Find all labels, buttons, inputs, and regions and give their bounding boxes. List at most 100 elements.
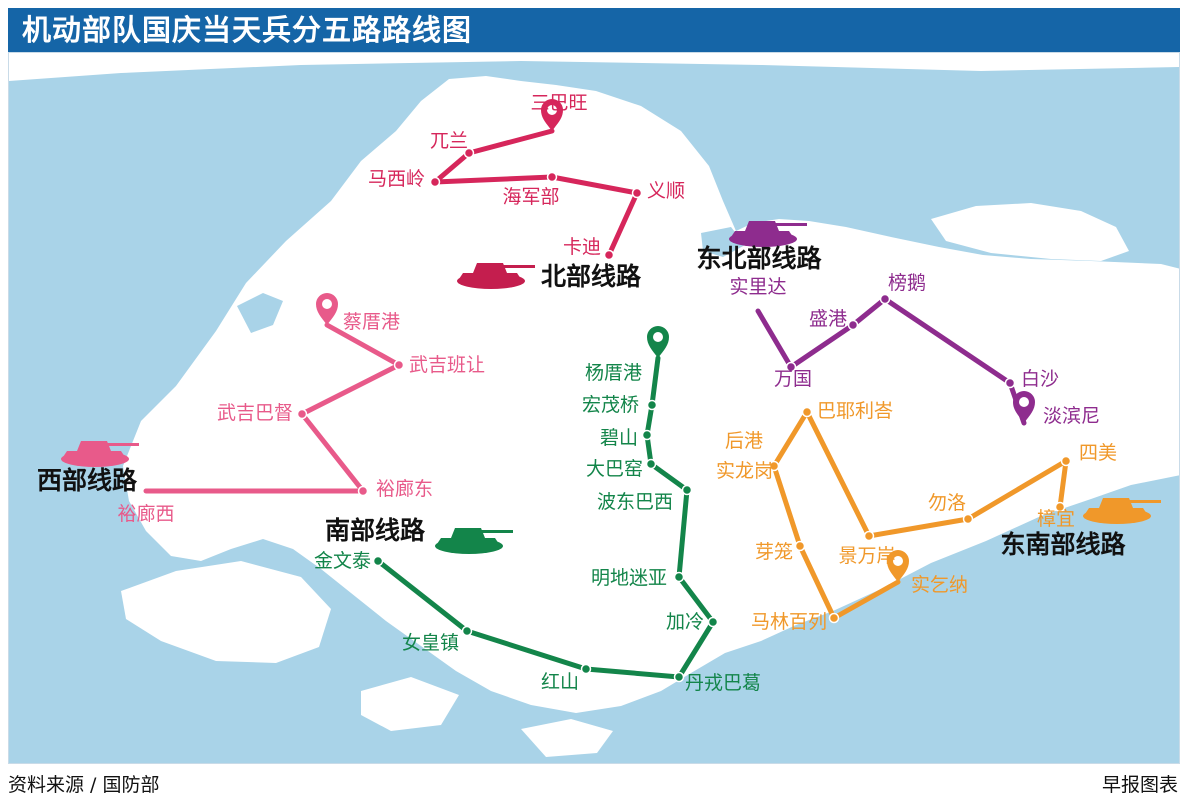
west-tank-icon [61, 441, 139, 467]
map-frame[interactable]: 三巴旺兀兰马西岭海军部义顺卡迪北部线路实里达万国盛港榜鹅白沙淡滨尼东北部线路蔡厝… [8, 52, 1180, 764]
west-station-label: 武吉巴督 [217, 402, 293, 424]
southeast-route-segment [797, 543, 837, 621]
west-route-segment [324, 322, 402, 368]
northeast-station-label: 榜鹅 [888, 272, 926, 294]
central-route-segment [464, 628, 589, 672]
central-route-segment [676, 619, 716, 680]
southeast-station-dot[interactable] [1054, 501, 1066, 513]
north-station-dot[interactable] [463, 147, 475, 159]
southeast-route-name: 东南部线路 [1000, 530, 1126, 559]
southeast-station-label: 巴耶利峇 [817, 400, 893, 422]
central-station-dot[interactable] [707, 616, 719, 628]
northeast-station-label: 盛港 [809, 308, 847, 330]
southeast-station-label: 马林百列 [751, 611, 827, 633]
northeast-station-dot[interactable] [879, 293, 891, 305]
routes-layer: 三巴旺兀兰马西岭海军部义顺卡迪北部线路实里达万国盛港榜鹅白沙淡滨尼东北部线路蔡厝… [37, 92, 1161, 694]
jurong-island [121, 561, 331, 663]
north-route-segment [466, 128, 555, 156]
southeast-station-dot[interactable] [962, 513, 974, 525]
west-route-segment [299, 411, 366, 494]
southeast-station-label: 实乞纳 [911, 574, 968, 596]
marina-bay [711, 671, 753, 703]
north-station-dot[interactable] [603, 249, 615, 261]
southeast-station-dot[interactable] [863, 530, 875, 542]
kranji-reservoir [237, 293, 283, 333]
north-station-dot[interactable] [429, 176, 441, 188]
central-route-name: 南部线路 [325, 516, 426, 545]
northeast-station-label: 白沙 [1021, 368, 1059, 390]
central-tank-icon [435, 528, 513, 554]
southeast-tank-icon [1083, 498, 1161, 524]
northeast-station-dot[interactable] [847, 319, 859, 331]
southeast-route-segment [771, 463, 803, 549]
north-station-label: 海军部 [502, 186, 559, 208]
central-station-label: 明地迷亚 [591, 567, 667, 589]
central-station-dot[interactable] [673, 571, 685, 583]
central-route-segment [649, 355, 661, 408]
northeast-endpoint-pin-icon [1013, 391, 1035, 423]
central-station-label: 加冷 [666, 611, 704, 633]
southeast-station-dot[interactable] [768, 460, 780, 472]
central-station-label: 丹戎巴葛 [685, 672, 761, 694]
north-station-dot[interactable] [631, 187, 643, 199]
central-route-segment [583, 666, 682, 680]
north-route-segment [606, 190, 640, 258]
north-station-label: 兀兰 [430, 130, 468, 152]
northeast-station-label: 淡滨尼 [1043, 405, 1100, 427]
southeast-station-label: 实龙岗 [716, 460, 773, 482]
north-route-segment [432, 150, 472, 185]
route-map[interactable]: 三巴旺兀兰马西岭海军部义顺卡迪北部线路实里达万国盛港榜鹅白沙淡滨尼东北部线路蔡厝… [9, 53, 1180, 764]
northeast-station-dot[interactable] [1004, 377, 1016, 389]
central-station-label: 金文泰 [314, 550, 371, 572]
central-endpoint-pin-icon [647, 326, 669, 358]
north-station-label: 三巴旺 [530, 92, 587, 114]
west-route-name: 西部线路 [37, 466, 138, 495]
southeast-route-segment [804, 409, 872, 539]
north-route-segment [432, 174, 555, 185]
central-station-dot[interactable] [645, 458, 657, 470]
northeast-route-segment [850, 296, 888, 328]
southeast-station-dot[interactable] [794, 540, 806, 552]
north-station-label: 义顺 [647, 180, 685, 202]
southeast-endpoint-pin-icon [887, 550, 909, 582]
southeast-route-segment [771, 409, 810, 469]
central-station-label: 红山 [541, 671, 579, 693]
northeast-route-segment [788, 322, 856, 370]
central-station-dot[interactable] [580, 663, 592, 675]
central-station-label: 杨厝港 [585, 362, 642, 384]
west-station-label: 裕廊西 [117, 503, 174, 525]
southeast-station-label: 四美 [1079, 442, 1117, 464]
route-north[interactable]: 三巴旺兀兰马西岭海军部义顺卡迪北部线路 [368, 92, 685, 291]
north-station-dot[interactable] [546, 171, 558, 183]
southeast-station-label: 樟宜 [1037, 508, 1075, 530]
central-station-dot[interactable] [673, 671, 685, 683]
west-station-label: 蔡厝港 [343, 311, 400, 333]
central-station-dot[interactable] [372, 555, 384, 567]
southeast-station-label: 景万岸 [838, 545, 895, 567]
central-station-dot[interactable] [461, 625, 473, 637]
west-station-dot[interactable] [296, 408, 308, 420]
pulau-ubin [931, 203, 1129, 261]
central-station-dot[interactable] [641, 429, 653, 441]
north-endpoint-pin-icon [541, 99, 563, 131]
southeast-station-dot[interactable] [828, 612, 840, 624]
central-station-dot[interactable] [646, 399, 658, 411]
west-route-segment [299, 362, 402, 417]
southeast-station-label: 勿洛 [928, 492, 966, 514]
northeast-route-name: 东北部线路 [696, 244, 822, 273]
central-station-dot[interactable] [681, 484, 693, 496]
pulau-tekong [1041, 263, 1179, 363]
southeast-station-dot[interactable] [801, 406, 813, 418]
footer: 资料来源 / 国防部 早报图表 [0, 764, 1188, 800]
southeast-station-label: 后港 [725, 430, 763, 452]
west-station-dot[interactable] [357, 485, 369, 497]
southeast-station-dot[interactable] [1060, 455, 1072, 467]
northeast-station-label: 万国 [774, 368, 812, 390]
northeast-station-dot[interactable] [785, 361, 797, 373]
west-station-dot[interactable] [393, 359, 405, 371]
central-route-segment [375, 558, 470, 634]
